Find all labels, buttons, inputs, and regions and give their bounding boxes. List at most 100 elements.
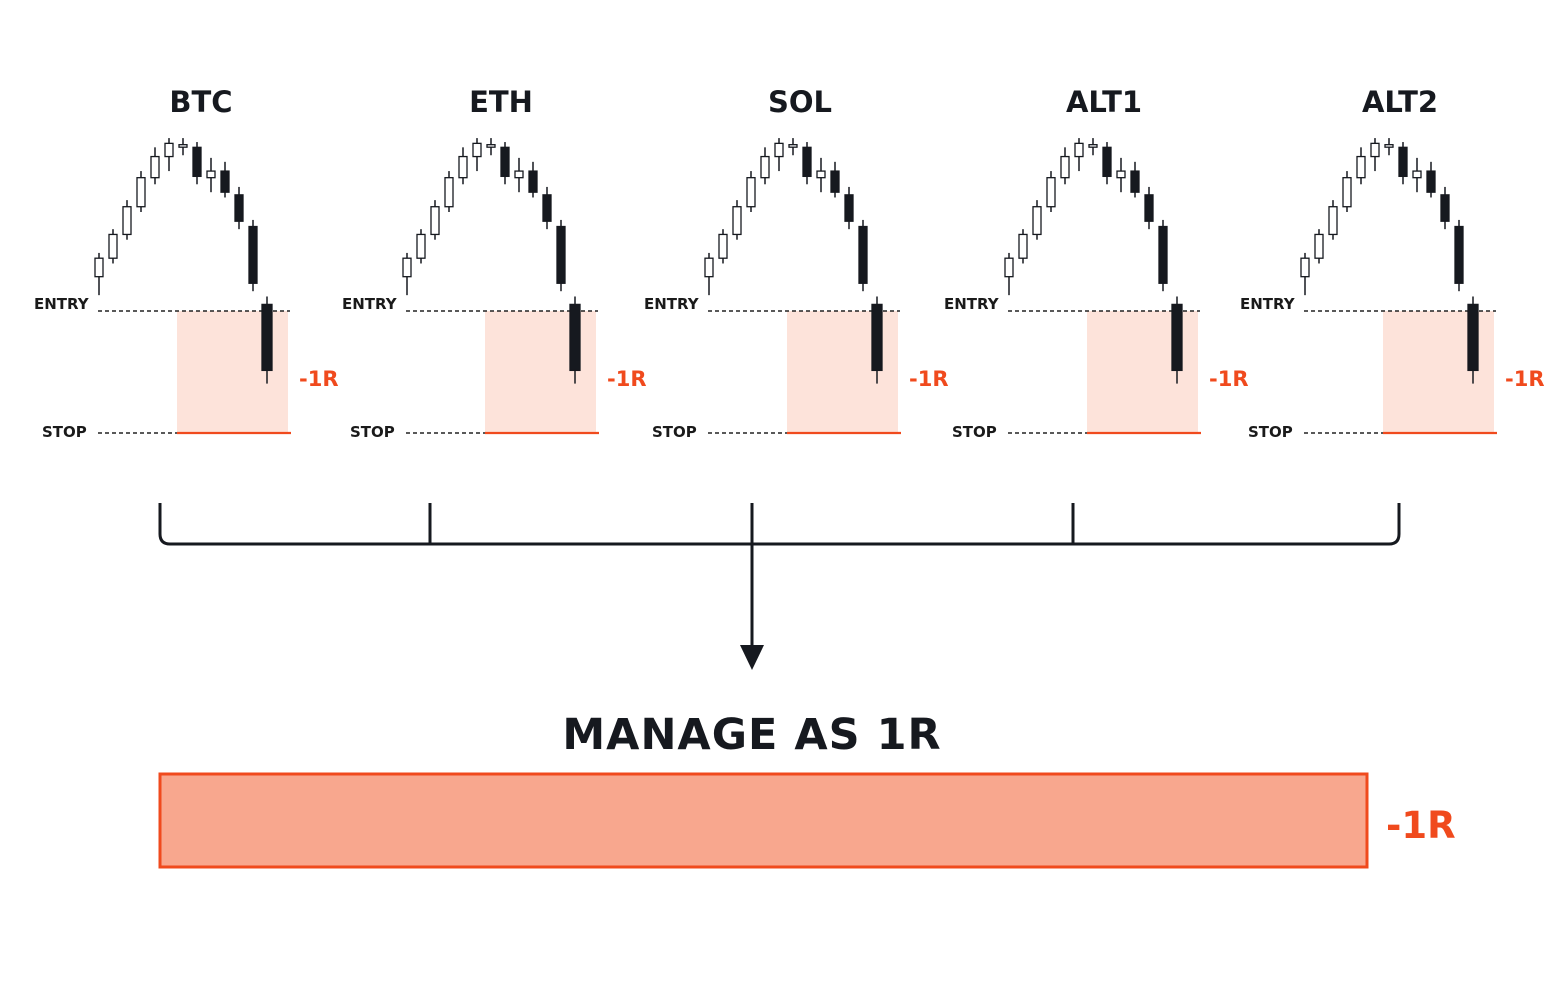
total-risk-bar [158,772,1369,869]
asset-title: ETH [469,85,533,119]
asset-panels: BTCENTRYSTOP-1RETHENTRYSTOP-1RSOLENTRYST… [34,85,1545,441]
candle [718,229,728,264]
candle-body-bullish [178,144,188,148]
candle [1314,229,1324,264]
candle [1171,296,1183,384]
candle [416,229,426,264]
candle-body-bearish [569,303,581,372]
candle-body-bullish [1356,155,1366,179]
candle [458,147,468,185]
candle [1102,142,1112,185]
candle [802,142,812,185]
candle-body-bearish [1440,194,1450,222]
stop-label: STOP [952,423,997,441]
candle [1412,157,1422,193]
candle-body-bullish [1314,233,1324,259]
candle-body-bearish [248,225,258,284]
candle-body-bullish [122,206,132,236]
candle-body-bearish [1158,225,1168,284]
candle [1004,252,1014,296]
candle [1356,147,1366,185]
candle-body-bullish [1328,206,1338,236]
candle-body-bearish [192,146,202,178]
candle-body-bullish [164,142,174,158]
risk-label: -1R [1505,367,1545,391]
candle-body-bullish [514,170,524,179]
bracket-outline [158,503,1401,546]
down-arrow-head [740,645,764,670]
entry-label: ENTRY [644,295,700,313]
candle-body-bearish [1144,194,1154,222]
candle-body-bullish [704,257,714,278]
candle-body-bullish [1116,170,1126,179]
candle [1144,186,1154,230]
candle-body-bearish [528,170,538,193]
candle [830,161,840,198]
candle [94,252,104,296]
candle [514,157,524,193]
candle-body-bullish [1088,144,1098,148]
candle [122,200,132,240]
candle [136,171,146,212]
candle [1032,200,1042,240]
candle-body-bearish [871,303,883,372]
stop-label: STOP [1248,423,1293,441]
candle-body-bearish [1171,303,1183,372]
candle [760,147,770,185]
candle [1467,296,1479,384]
candle [1158,219,1168,292]
candle [1046,171,1056,212]
total-risk-label: -1R [1386,804,1456,847]
candle-body-bullish [1300,257,1310,278]
candle-body-bullish [486,144,496,148]
candle-body-bullish [472,142,482,158]
candle [192,142,202,185]
candle [1398,142,1408,185]
candle-body-bullish [402,257,412,278]
candle-body-bearish [556,225,566,284]
stop-label: STOP [350,423,395,441]
candle-body-bearish [830,170,840,193]
candle [542,186,552,230]
candle-body-bearish [234,194,244,222]
candle [569,296,581,384]
risk-label: -1R [1209,367,1249,391]
candle-body-bullish [1060,155,1070,179]
candle-body-bullish [1370,142,1380,158]
asset-title: BTC [169,85,232,119]
candle [1342,171,1352,212]
candle [178,138,188,156]
candle [472,138,482,172]
candle [220,161,230,198]
candle-body-bullish [788,144,798,148]
candle [788,138,798,156]
risk-label: -1R [909,367,949,391]
candle-body-bearish [500,146,510,178]
candle-body-bullish [94,257,104,278]
candle-body-bearish [1426,170,1436,193]
entry-label: ENTRY [1240,295,1296,313]
candle-body-bullish [1384,144,1394,148]
risk-label: -1R [299,367,339,391]
candle [444,171,454,212]
candle-body-bullish [1032,206,1042,236]
candle-body-bullish [206,170,216,179]
candle-body-bullish [108,233,118,259]
candle-body-bullish [1018,233,1028,259]
candle-body-bullish [760,155,770,179]
candle-body-bullish [1004,257,1014,278]
entry-label: ENTRY [34,295,90,313]
entry-label: ENTRY [944,295,1000,313]
headline: MANAGE AS 1R [562,710,941,760]
candle-body-bullish [1342,177,1352,208]
candle-body-bearish [1454,225,1464,284]
candle-body-bearish [220,170,230,193]
candle [1018,229,1028,264]
candle-body-bullish [732,206,742,236]
candle [871,296,883,384]
